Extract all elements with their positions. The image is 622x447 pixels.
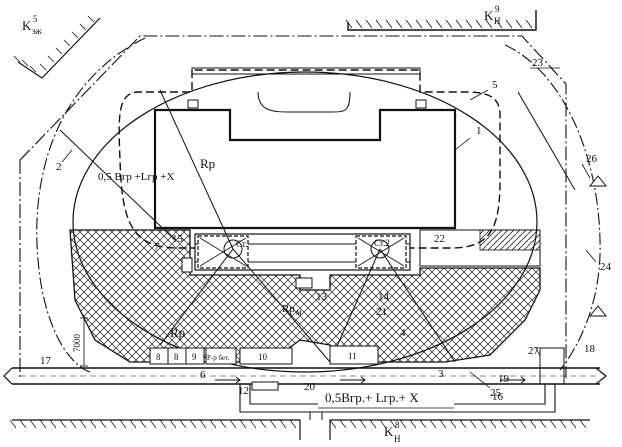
svg-text:27: 27 — [528, 345, 540, 357]
formula-bottom: 0,5Bгр.+ Lгр.+ X — [325, 390, 419, 405]
slot-9-label: 9 — [192, 352, 197, 362]
slot-rr-label: Р-р бет. — [207, 354, 230, 362]
radius-label-upper: Rp — [200, 156, 215, 171]
warning-sign-icon — [588, 175, 608, 317]
svg-text:K: K — [22, 18, 32, 33]
crane-2-label: Ст.2 — [374, 238, 390, 248]
svg-text:7: 7 — [154, 241, 160, 253]
corner-hatch-top-left — [13, 15, 101, 79]
tower-crane-1: Ст. — [197, 235, 249, 269]
svg-text:14: 14 — [378, 291, 390, 303]
svg-text:3: 3 — [438, 368, 444, 380]
svg-text:Н: Н — [394, 434, 401, 444]
radius-label-lower: Rp — [170, 325, 185, 340]
svg-text:17: 17 — [40, 355, 52, 367]
svg-text:22: 22 — [434, 233, 445, 245]
slot-8b-label: 8 — [174, 352, 179, 362]
svg-text:15: 15 — [172, 233, 184, 245]
formula-left: 0,5 Bгр +Lгр +X — [98, 171, 174, 183]
svg-text:24: 24 — [600, 261, 612, 273]
tower-crane-2: Ст.2 — [355, 235, 407, 269]
svg-text:13: 13 — [316, 291, 328, 303]
svg-text:18: 18 — [584, 343, 596, 355]
dimension-7000-label: 7000 — [72, 334, 82, 353]
crane-track-loop — [118, 69, 501, 249]
svg-text:16: 16 — [492, 391, 504, 403]
slot-11-label: 11 — [348, 351, 357, 361]
svg-text:5: 5 — [492, 79, 498, 91]
slot-8a-label: 8 — [156, 352, 161, 362]
slot-10-label: 10 — [258, 352, 268, 362]
crane-1-label: Ст. — [236, 239, 247, 249]
crane-radius-lines — [59, 89, 576, 363]
svg-text:Н: Н — [494, 16, 501, 26]
grid-marker-k9: K 9 Н — [484, 4, 501, 26]
grid-marker-k8: K 8 Н — [384, 420, 401, 444]
svg-text:9: 9 — [495, 4, 500, 14]
truck-icon — [251, 381, 279, 391]
svg-text:4: 4 — [400, 327, 406, 339]
corner-hatch-top-right — [345, 10, 537, 31]
svg-text:25: 25 — [490, 387, 502, 399]
building-outline — [153, 108, 457, 230]
svg-text:26: 26 — [586, 153, 598, 165]
storage-slots-row: 8 8 9 Р-р бет. 10 11 — [149, 345, 379, 365]
svg-text:23: 23 — [532, 57, 544, 69]
svg-text:1: 1 — [476, 125, 482, 137]
radius-label-mid: Rp — [282, 303, 295, 315]
svg-text:эж: эж — [32, 26, 43, 36]
formula-bottom-box — [318, 388, 454, 408]
svg-text:12: 12 — [238, 385, 249, 397]
dimension-7000: 7000 — [72, 317, 88, 367]
svg-text:K: K — [384, 424, 394, 439]
svg-text:19: 19 — [498, 373, 510, 385]
svg-text:20: 20 — [304, 381, 316, 393]
callout-numbers: 1 2 3 4 5 6 7 12 13 14 15 16 17 18 19 20… — [40, 57, 612, 403]
svg-text:2: 2 — [56, 161, 62, 173]
svg-text:21: 21 — [376, 306, 387, 318]
radius-label-mid-sub: м — [296, 307, 302, 317]
svg-text:8: 8 — [395, 420, 400, 430]
site-fence-outline — [19, 35, 567, 378]
crane-reach-ellipse — [72, 71, 538, 373]
svg-text:K: K — [484, 8, 494, 23]
site-road — [3, 367, 607, 385]
svg-text:6: 6 — [200, 369, 206, 381]
crane-danger-zone — [36, 37, 601, 373]
svg-text:5: 5 — [33, 14, 38, 24]
callout-leaders — [61, 67, 597, 389]
crane-rail-top — [191, 67, 421, 75]
grid-marker-k5: K 5 эж — [22, 14, 43, 36]
